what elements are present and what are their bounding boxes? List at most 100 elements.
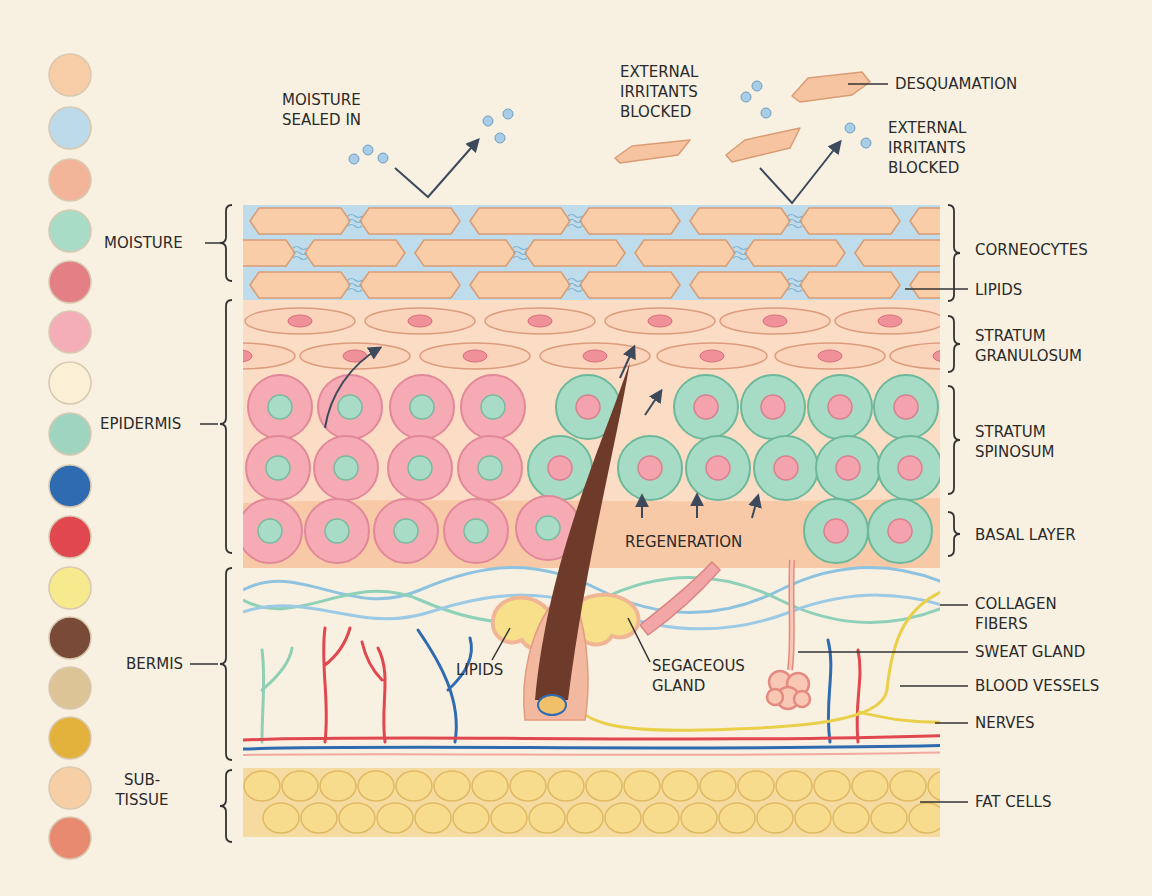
leader-line: [200, 423, 218, 425]
fat-cell: [909, 803, 940, 833]
growth-arrow: [641, 496, 643, 518]
color-swatches: [49, 617, 91, 659]
fat-cell: [396, 771, 432, 801]
fat-cell: [244, 771, 280, 801]
hair-follicle: [535, 362, 630, 700]
corneocyte: [360, 272, 460, 298]
label-text: NERVES: [975, 713, 1035, 733]
corneocyte: [243, 208, 940, 298]
blood-vessel: [243, 628, 940, 755]
color-swatches: [49, 717, 91, 759]
color-swatches: [49, 362, 91, 404]
moisture-droplet: [761, 108, 771, 118]
leader-line: [190, 84, 968, 802]
spinous-cell: [878, 436, 940, 500]
desquamation-flake: [726, 128, 800, 162]
fat-cell: [453, 803, 489, 833]
granular-cell: [605, 308, 715, 334]
color-swatches: [49, 54, 91, 96]
hair-follicle: [524, 362, 630, 720]
color-swatches: [49, 516, 91, 558]
growth-arrow: [696, 495, 698, 518]
skin-layers: [243, 205, 940, 837]
moisture-wave: [348, 215, 362, 228]
fat-cell: [928, 771, 940, 801]
granular-cell: [835, 308, 940, 334]
label-text: COLLAGEN FIBERS: [975, 594, 1085, 634]
fat-cell: [662, 771, 698, 801]
moisture-wave: [293, 247, 307, 260]
fat-cell: [890, 771, 926, 801]
sebaceous-gland: [493, 562, 720, 648]
corneocyte: [855, 240, 940, 266]
fat-cell: [529, 803, 565, 833]
corneocyte: [690, 272, 790, 298]
spinous-cell: [686, 436, 750, 500]
moisture-droplet: [741, 92, 751, 102]
bracket: [220, 205, 960, 842]
moisture-droplet: [349, 81, 871, 164]
color-swatches: [49, 567, 91, 609]
spinous-cell: [754, 436, 818, 500]
basal-cell: [243, 499, 302, 563]
corneocyte: [305, 240, 405, 266]
moisture-wave: [568, 215, 582, 228]
label-text: SWEAT GLAND: [975, 642, 1085, 662]
basal-cell: [444, 499, 508, 563]
fat-cell: [605, 803, 641, 833]
spinous-cell: [528, 436, 592, 500]
fat-cell: [700, 771, 736, 801]
fat-cell: [358, 771, 394, 801]
spinous-cell: [458, 436, 522, 500]
label-text: EXTERNAL IRRITANTS BLOCKED: [620, 62, 732, 122]
leader-line: [798, 651, 968, 653]
label-text: MOISTURE SEALED IN: [282, 90, 394, 130]
corneocyte: [525, 240, 625, 266]
color-swatches: [49, 54, 91, 859]
blood-vessel: [828, 640, 831, 742]
granular-cell: [720, 308, 830, 334]
fat-cell: [795, 803, 831, 833]
blood-vessel: [362, 642, 385, 742]
basal-cell: [804, 499, 868, 563]
label-text: FAT CELLS: [975, 792, 1051, 812]
moisture-droplet: [363, 145, 373, 155]
lipid-matrix: [243, 205, 940, 300]
fat-cell: [491, 803, 527, 833]
label-text: BLOOD VESSELS: [975, 676, 1099, 696]
desquamation-flake: [792, 72, 870, 102]
growth-arrow: [325, 347, 758, 518]
moisture-wave: [348, 279, 362, 292]
moisture-droplet: [349, 154, 359, 164]
spinous-cell: [808, 375, 872, 439]
granular-cell: [485, 308, 595, 334]
granular-cell: [243, 308, 940, 369]
bracket: [948, 386, 960, 494]
corneocyte: [470, 208, 570, 234]
moisture-wave: [568, 279, 582, 292]
leader-line: [900, 685, 968, 687]
protection-arrow: [395, 140, 478, 197]
fat-cell: [434, 771, 470, 801]
corneocyte: [800, 272, 900, 298]
color-swatches: [49, 210, 91, 252]
bracket: [948, 316, 960, 372]
leader-line: [905, 288, 968, 290]
fat-cell: [833, 803, 869, 833]
label-text: SUB- TISSUE: [102, 770, 182, 810]
fat-cell: [567, 803, 603, 833]
corneocyte: [360, 208, 460, 234]
corneocyte: [250, 208, 350, 234]
label-text: SEGACEOUS GLAND: [652, 656, 762, 696]
color-swatches: [49, 767, 91, 809]
growth-arrow: [645, 391, 661, 415]
color-swatches: [49, 817, 91, 859]
fat-cell: [871, 803, 907, 833]
corneocyte: [800, 208, 900, 234]
spinous-cell: [674, 375, 738, 439]
leader-line: [940, 604, 968, 606]
fat-cell: [377, 803, 413, 833]
blood-vessel: [857, 650, 860, 742]
color-swatches: [49, 465, 91, 507]
